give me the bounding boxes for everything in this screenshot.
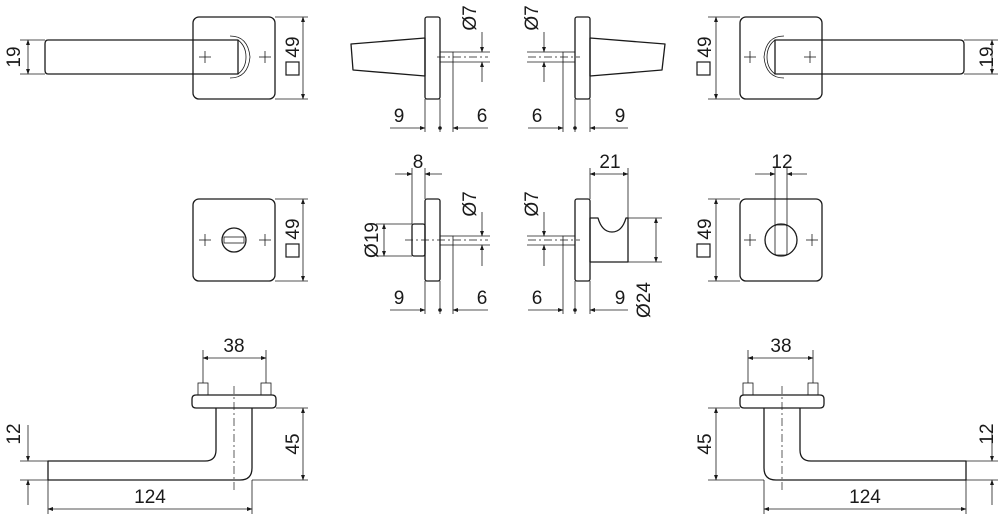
dim-lever-height: 19 bbox=[977, 46, 998, 67]
dim-slot-width: 12 bbox=[771, 152, 792, 173]
wc-rose-plate bbox=[739, 198, 823, 282]
square-symbol-icon bbox=[285, 61, 300, 76]
dim-knob-width: 21 bbox=[599, 152, 620, 173]
rose-side-profile bbox=[574, 16, 591, 100]
dim-offset-b: 9 bbox=[615, 106, 626, 127]
dim-spindle-dia: Ø7 bbox=[522, 5, 543, 30]
dim-projection: 45 bbox=[283, 433, 304, 454]
dim-lever-length: 124 bbox=[134, 487, 166, 508]
top-view-right: 38 45 12 124 bbox=[695, 336, 998, 514]
lever-collar bbox=[763, 35, 785, 79]
wc-rose-plate bbox=[192, 198, 276, 282]
dim-lever-thickness: 12 bbox=[4, 423, 25, 444]
dim-offset-b: 6 bbox=[477, 288, 488, 309]
square-symbol-icon bbox=[696, 61, 711, 76]
lever-collar bbox=[229, 35, 251, 79]
dim-offset-a: 9 bbox=[394, 288, 405, 309]
lever-arm bbox=[774, 39, 965, 75]
dim-rose-square: 49 bbox=[695, 36, 716, 57]
dim-rose-width: 38 bbox=[770, 336, 791, 357]
dim-rose-square: 49 bbox=[283, 218, 304, 239]
spindle-stub bbox=[562, 235, 576, 246]
lever-neck bbox=[237, 39, 247, 75]
dim-lever-thickness: 12 bbox=[977, 423, 998, 444]
dim-offset-b: 6 bbox=[477, 106, 488, 127]
lever-top-profile bbox=[763, 408, 967, 481]
lever-arm bbox=[44, 39, 239, 75]
dim-lever-height: 19 bbox=[4, 46, 25, 67]
side-view-right: Ø7 6 9 bbox=[522, 5, 666, 132]
dim-rose-width: 38 bbox=[223, 336, 244, 357]
dim-offset-a: 9 bbox=[394, 106, 405, 127]
rose-side-profile bbox=[424, 16, 441, 100]
front-view-right: 49 19 bbox=[695, 16, 998, 100]
dim-projection: 45 bbox=[695, 433, 716, 454]
dim-offset-b: 9 bbox=[615, 288, 626, 309]
spindle-stub bbox=[439, 235, 454, 246]
dim-knob-width: 8 bbox=[413, 152, 424, 173]
dim-knob-dia: Ø24 bbox=[634, 282, 655, 318]
screw-post bbox=[742, 382, 754, 396]
dim-offset-a: 6 bbox=[532, 288, 543, 309]
lever-neck bbox=[766, 39, 776, 75]
lever-side-profile bbox=[589, 37, 666, 77]
dim-knob-dia: Ø19 bbox=[362, 222, 383, 258]
wc-side-left: 8 Ø19 Ø7 9 6 bbox=[362, 152, 490, 314]
dim-rose-square: 49 bbox=[283, 36, 304, 57]
rose-top-profile bbox=[191, 394, 277, 409]
screw-post bbox=[807, 382, 819, 396]
square-symbol-icon bbox=[696, 243, 711, 258]
release-knob bbox=[764, 223, 798, 257]
release-slot bbox=[774, 224, 788, 256]
dim-spindle-dia: Ø7 bbox=[460, 191, 481, 216]
screw-post bbox=[260, 382, 272, 396]
rose-plate bbox=[192, 16, 276, 100]
rose-top-profile bbox=[739, 394, 825, 409]
screw-post bbox=[197, 382, 209, 396]
side-view-left: Ø7 9 6 bbox=[350, 5, 490, 132]
dim-lever-length: 124 bbox=[849, 487, 881, 508]
release-knob-side bbox=[589, 217, 629, 263]
dim-spindle-dia: Ø7 bbox=[460, 5, 481, 30]
lever-side-profile bbox=[350, 37, 426, 77]
square-symbol-icon bbox=[285, 243, 300, 258]
dim-rose-square: 49 bbox=[695, 218, 716, 239]
dim-offset-a: 6 bbox=[532, 106, 543, 127]
wc-rose-right: 12 49 bbox=[695, 152, 823, 282]
front-view-left: 19 49 bbox=[4, 16, 308, 100]
top-view-left: 38 12 45 124 bbox=[4, 336, 308, 514]
turn-slot bbox=[223, 236, 245, 244]
dim-spindle-dia: Ø7 bbox=[522, 191, 543, 216]
wc-rose-left: 49 bbox=[192, 198, 308, 282]
wc-side-right: 21 Ø7 Ø24 6 9 bbox=[522, 152, 662, 318]
lever-top-profile bbox=[47, 408, 253, 481]
turn-knob bbox=[221, 227, 247, 253]
rose-plate bbox=[739, 16, 823, 100]
